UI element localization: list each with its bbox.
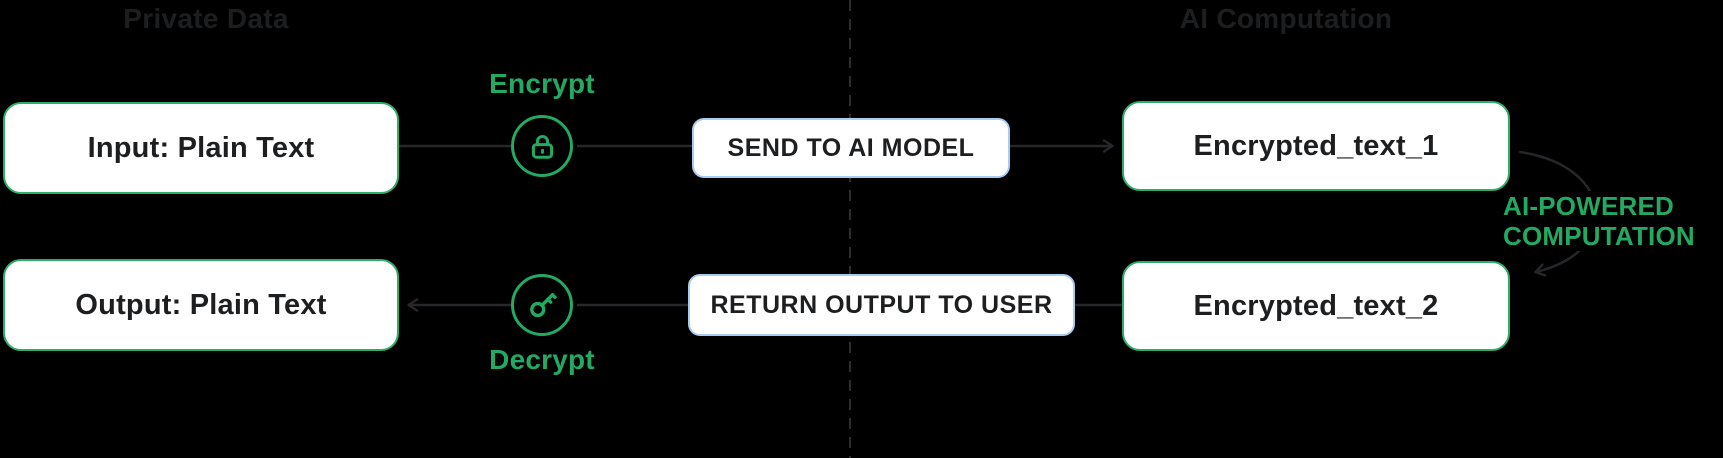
decrypt-label: Decrypt bbox=[489, 344, 595, 375]
output-plain-text-node: Output: Plain Text bbox=[3, 259, 399, 351]
ai-computation-heading: AI Computation bbox=[1179, 3, 1393, 34]
ai-powered-computation-label: AI-POWERED COMPUTATION bbox=[1503, 191, 1723, 251]
send-to-ai-model-node: SEND TO AI MODEL bbox=[692, 118, 1010, 178]
encrypt-label: Encrypt bbox=[489, 68, 595, 99]
input-plain-text-node: Input: Plain Text bbox=[3, 102, 399, 194]
decrypt-icon-badge bbox=[511, 274, 573, 336]
private-data-heading: Private Data bbox=[123, 3, 289, 34]
ai-powered-line1: AI-POWERED bbox=[1503, 191, 1674, 221]
encrypted-text-2-node: Encrypted_text_2 bbox=[1122, 261, 1510, 351]
lock-icon bbox=[531, 134, 553, 159]
encrypted-text-1-node: Encrypted_text_1 bbox=[1122, 101, 1510, 191]
ai-powered-line2: COMPUTATION bbox=[1503, 221, 1695, 251]
key-icon bbox=[530, 293, 557, 318]
encrypt-icon-badge bbox=[511, 115, 573, 177]
return-output-to-user-node: RETURN OUTPUT TO USER bbox=[688, 274, 1075, 336]
